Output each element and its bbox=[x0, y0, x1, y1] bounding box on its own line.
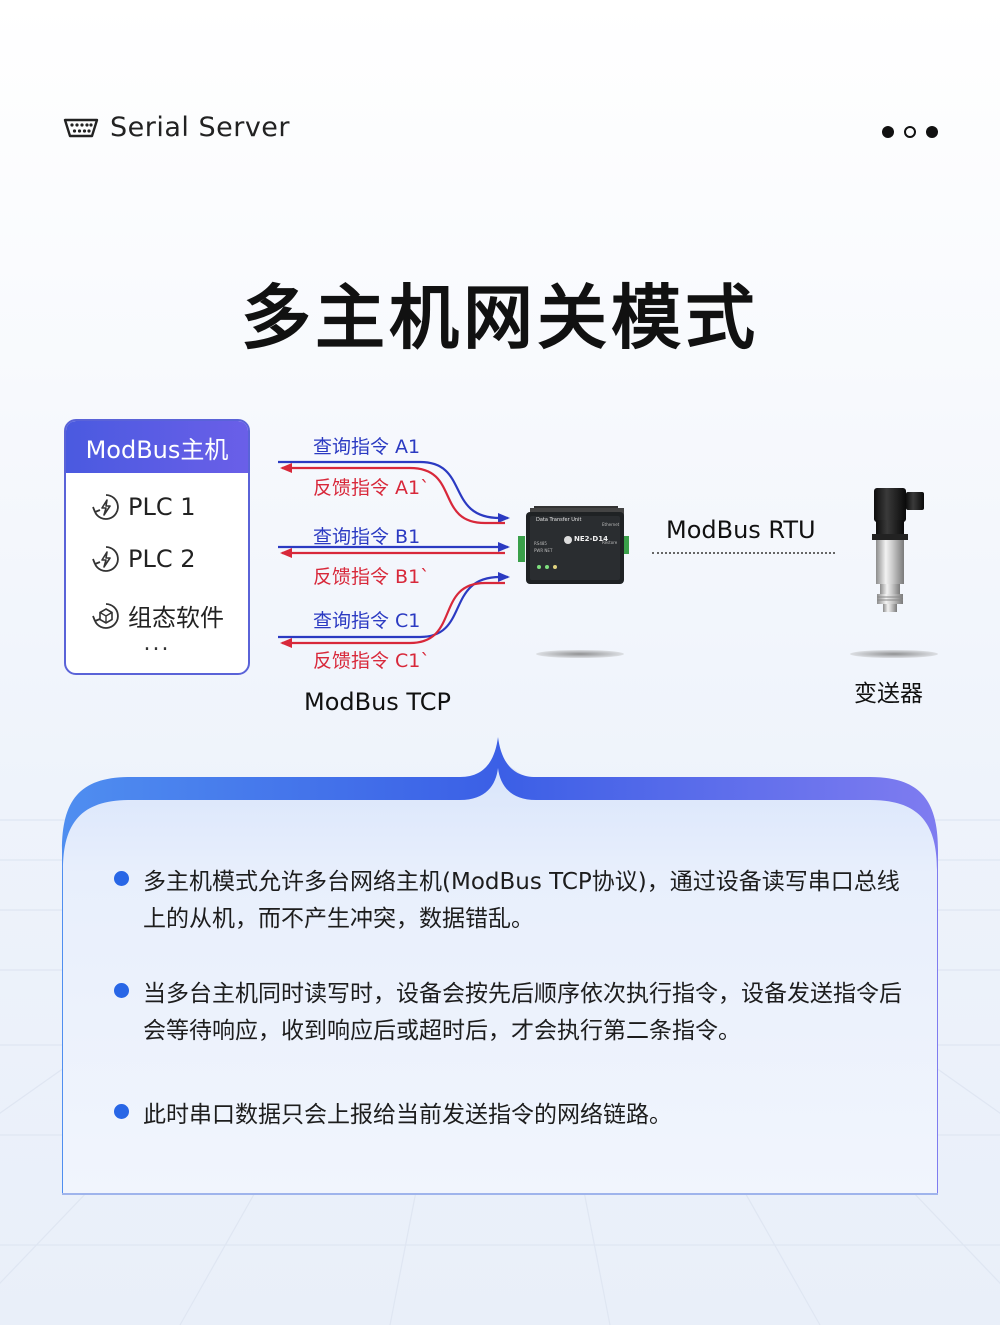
pager-dot bbox=[904, 126, 916, 138]
bullet-text: 当多台主机同时读写时，设备会按先后顺序依次执行指令，设备发送指令后会等待响应，收… bbox=[143, 981, 902, 1044]
device-body: RS485 PWR NET Ethernet Restore bbox=[518, 506, 629, 584]
pager-dots bbox=[882, 126, 938, 138]
pager-dot bbox=[882, 126, 894, 138]
transmitter-device bbox=[872, 488, 924, 612]
info-bullet-3: 此时串口数据只会上报给当前发送指令的网络链路。 bbox=[114, 1097, 914, 1134]
master-item-software: 组态软件 bbox=[90, 598, 224, 633]
feedback-arrow-c1 bbox=[280, 581, 505, 648]
protocol-tcp-label: ModBus TCP bbox=[304, 688, 451, 716]
transmitter-label: 变送器 bbox=[854, 681, 923, 707]
bullet-dot bbox=[114, 871, 129, 886]
modbus-master-box: ModBus主机 PLC 1 PLC 2 组态软件 ... bbox=[64, 419, 250, 675]
bullet-dot bbox=[114, 983, 129, 998]
transmitter-shadow bbox=[850, 650, 938, 658]
feedback-arrow-a1 bbox=[280, 463, 505, 525]
command-arrows bbox=[278, 460, 510, 648]
master-item-label: 组态软件 bbox=[128, 604, 224, 632]
command-feedback-a1: 反馈指令 A1` bbox=[313, 477, 430, 499]
command-query-b1: 查询指令 B1 bbox=[313, 526, 421, 548]
brand-name: Serial Server bbox=[110, 112, 291, 143]
bullet-text: 此时串口数据只会上报给当前发送指令的网络链路。 bbox=[143, 1102, 672, 1128]
serial-port-icon bbox=[63, 118, 99, 137]
command-feedback-b1: 反馈指令 B1` bbox=[313, 566, 430, 588]
device-model-text: NE2-D14 bbox=[574, 535, 608, 543]
master-box-title: ModBus主机 bbox=[66, 421, 248, 473]
protocol-rtu-label: ModBus RTU bbox=[666, 516, 816, 544]
header-brand: Serial Server bbox=[62, 112, 290, 143]
master-item-label: PLC 1 bbox=[128, 493, 196, 521]
info-bullet-2: 当多台主机同时读写时，设备会按先后顺序依次执行指令，设备发送指令后会等待响应，收… bbox=[114, 976, 914, 1050]
device-shadow bbox=[536, 650, 624, 658]
bullet-text: 多主机模式允许多台网络主机(ModBus TCP协议)，通过设备读写串口总线上的… bbox=[143, 869, 900, 932]
info-card bbox=[62, 737, 938, 1195]
svg-text:Ethernet: Ethernet bbox=[602, 522, 620, 527]
master-item-plc2: PLC 2 bbox=[90, 543, 196, 575]
command-query-a1: 查询指令 A1 bbox=[313, 436, 421, 458]
query-arrow-a1 bbox=[278, 460, 510, 523]
device-header-text: Data Transfer Unit bbox=[536, 517, 582, 523]
svg-text:Restore: Restore bbox=[602, 540, 618, 545]
serial-server-device: RS485 PWR NET Ethernet Restore Data Tran… bbox=[514, 500, 632, 590]
query-arrow-c1 bbox=[278, 572, 510, 639]
svg-text:RS485: RS485 bbox=[534, 541, 547, 546]
master-more: ... bbox=[143, 631, 171, 656]
command-feedback-c1: 反馈指令 C1` bbox=[313, 650, 430, 672]
page-title: 多主机网关模式 bbox=[241, 277, 759, 359]
pager-dot bbox=[926, 126, 938, 138]
svg-text:PWR NET: PWR NET bbox=[534, 548, 553, 553]
software-icon bbox=[92, 602, 119, 629]
plc-icon bbox=[92, 546, 119, 572]
master-item-plc1: PLC 1 bbox=[90, 491, 196, 523]
master-item-label: PLC 2 bbox=[128, 545, 196, 573]
bullet-dot bbox=[114, 1104, 129, 1119]
rtu-dotted-line bbox=[652, 552, 835, 554]
plc-icon bbox=[92, 494, 119, 520]
info-bullet-1: 多主机模式允许多台网络主机(ModBus TCP协议)，通过设备读写串口总线上的… bbox=[114, 864, 914, 938]
command-query-c1: 查询指令 C1 bbox=[313, 610, 421, 632]
